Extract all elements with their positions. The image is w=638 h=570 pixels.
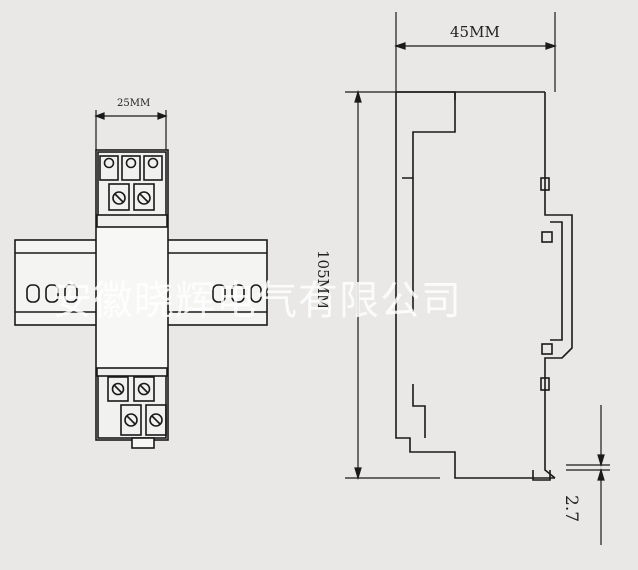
width-dimension: [94, 110, 168, 150]
width-dimension-label: 25MM: [117, 98, 150, 109]
height-dimension-label: 105MM: [314, 250, 332, 309]
terminal-screws-bottom: [107, 376, 167, 436]
foot-dimension: [566, 405, 610, 545]
company-watermark: 安徽晓辉电气有限公司: [52, 278, 462, 324]
depth-dimension-label: 45MM: [450, 23, 500, 41]
foot-dimension-label: 2.7: [561, 495, 581, 522]
height-dimension: [345, 89, 440, 481]
side-profile: [395, 91, 573, 481]
front-view: 25MM: [14, 98, 268, 449]
module-body: [95, 149, 169, 449]
terminal-screws-top: [99, 155, 163, 211]
side-view: 45MM 105MM 2.7: [314, 12, 610, 545]
depth-dimension: [394, 12, 557, 92]
